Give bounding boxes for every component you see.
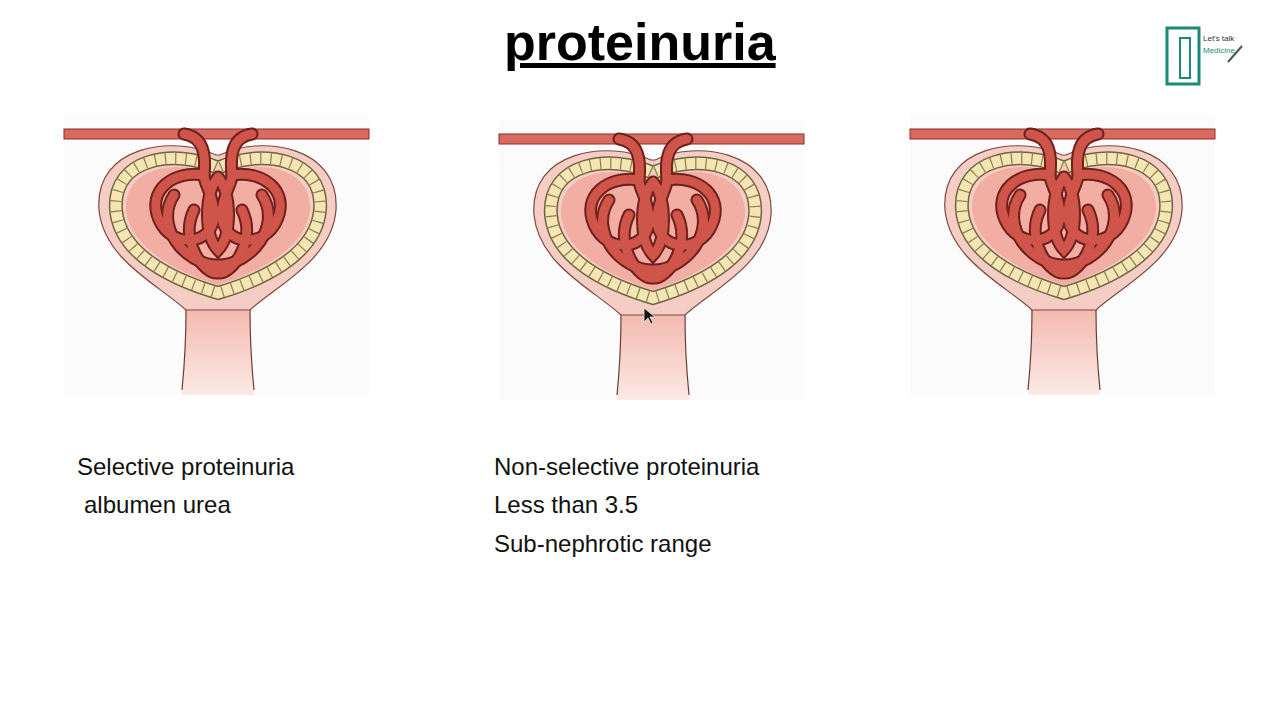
slide-title: proteinuria bbox=[504, 12, 776, 72]
logo-text: Medicine bbox=[1203, 46, 1235, 55]
label-text: Selective proteinuria bbox=[77, 453, 294, 481]
label-text: Non-selective proteinuria bbox=[494, 453, 759, 481]
label-text: Sub-nephrotic range bbox=[494, 530, 711, 558]
label-text: albumen urea bbox=[84, 491, 231, 519]
label-text: Less than 3.5 bbox=[494, 491, 638, 519]
logo-text: Let's talk bbox=[1203, 34, 1234, 43]
